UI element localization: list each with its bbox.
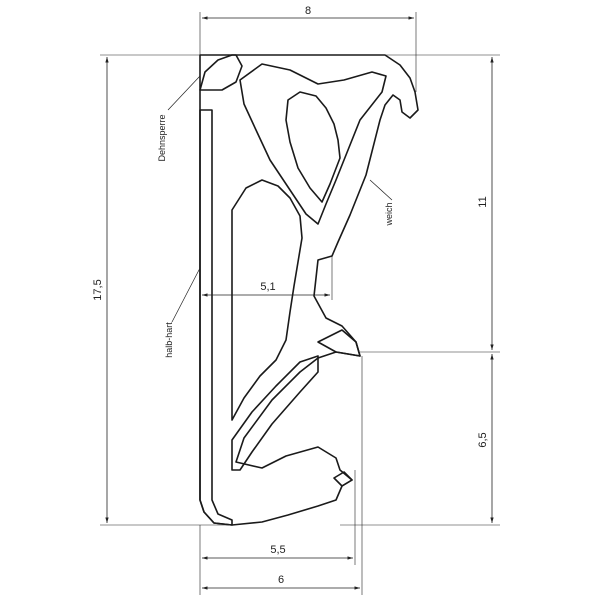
lower-lip [317, 329, 361, 487]
extension-lines [100, 12, 500, 595]
dim-inner-width: 5,1 [260, 281, 275, 293]
expansion-barrier-block [199, 54, 243, 91]
profile-soft-body [199, 54, 419, 526]
dim-bottom-width-2: 6 [278, 574, 284, 586]
dimension-lines [105, 16, 494, 590]
label-soft: weich [384, 202, 394, 226]
label-semi-hard: halb-hart [164, 322, 174, 358]
dim-overall-height: 17,5 [92, 279, 104, 300]
label-expansion-barrier: Dehnsperre [157, 114, 167, 161]
leaders [167, 75, 393, 323]
dim-upper-height: 11 [477, 196, 489, 207]
dim-top-width: 8 [305, 5, 311, 17]
dim-lower-height: 6,5 [477, 432, 489, 447]
dim-bottom-width-1: 5,5 [270, 544, 285, 556]
semi-hard-back-strip [199, 109, 233, 526]
